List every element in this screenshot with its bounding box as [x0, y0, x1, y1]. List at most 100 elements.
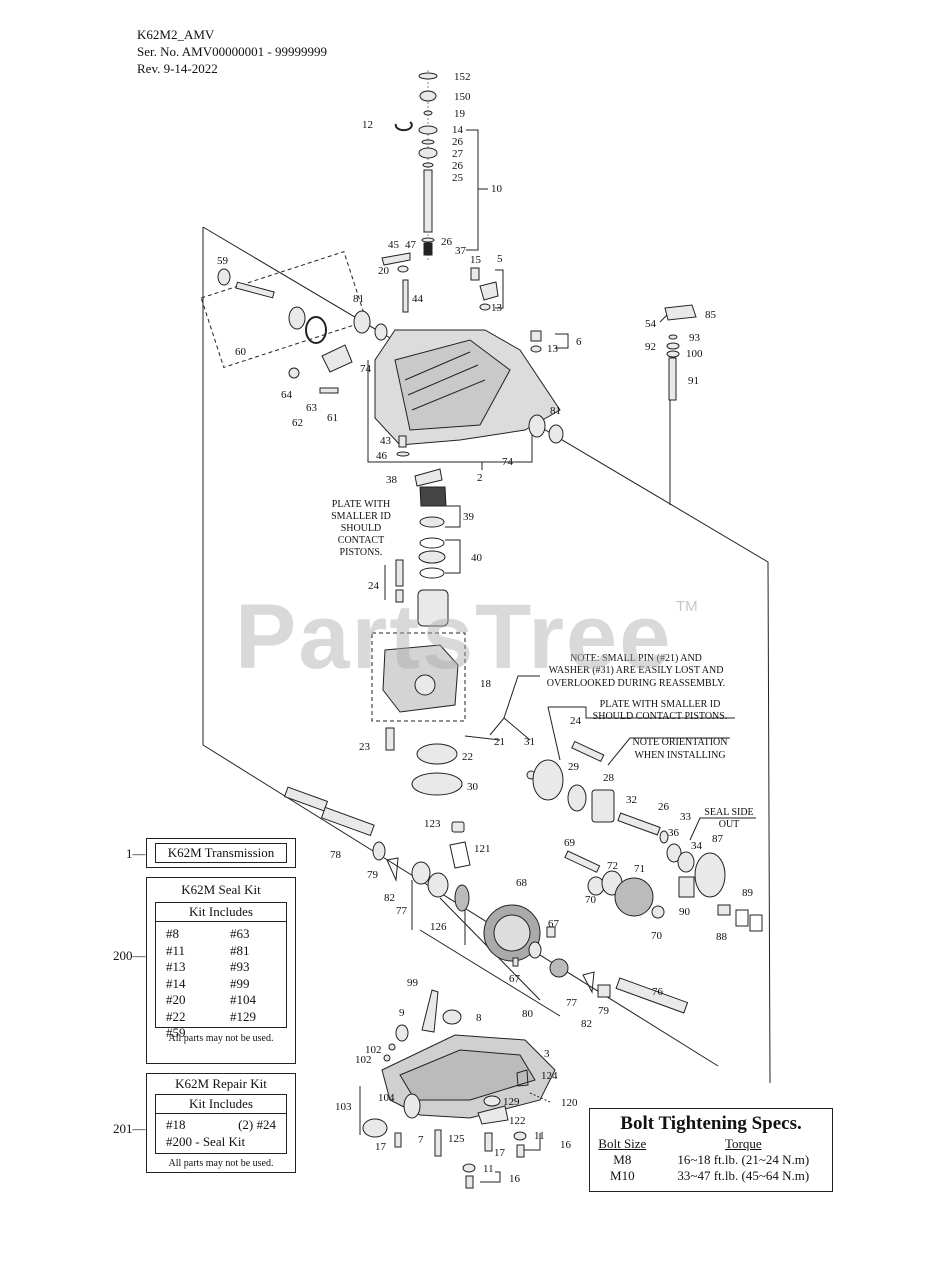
kit-item: #8 — [166, 926, 179, 941]
kit-number-transmission: 1— — [126, 846, 146, 861]
kit-box-seal: K62M Seal Kit Kit Includes #8 #11 #13 #1… — [146, 877, 296, 1064]
callout: 20 — [378, 265, 390, 277]
callout: 85 — [705, 309, 717, 321]
kit-box-transmission: K62M Transmission — [146, 838, 296, 868]
callout: 19 — [454, 108, 466, 120]
callout: 21 — [494, 736, 505, 748]
callout: 72 — [607, 860, 618, 872]
torque-value: 33~47 ft.lb. (45~64 N.m) — [677, 1168, 810, 1183]
kit-item: #63 — [230, 926, 250, 941]
callout: 11 — [483, 1163, 494, 1175]
callout: 67 — [548, 918, 560, 930]
callout: 54 — [645, 318, 657, 330]
callout: 88 — [716, 931, 728, 943]
callout: 26 — [452, 136, 464, 148]
kit-item: #18 — [166, 1117, 186, 1132]
kit-item: (2) #24 — [238, 1117, 276, 1132]
kit-item: #99 — [230, 975, 250, 991]
callout: 15 — [470, 254, 482, 266]
callout: 70 — [651, 930, 663, 942]
callout: 121 — [474, 843, 491, 855]
callout: 34 — [691, 840, 703, 852]
callout: 11 — [534, 1130, 545, 1142]
callout: 122 — [509, 1115, 526, 1127]
callout: 91 — [688, 375, 699, 387]
callout: 79 — [367, 869, 379, 881]
callout: 100 — [686, 348, 703, 360]
callout: 81 — [353, 293, 364, 305]
kit-item: #129 — [230, 1008, 256, 1024]
callout: 36 — [668, 827, 680, 839]
revision-date: Rev. 9-14-2022 — [137, 61, 218, 76]
callout: 12 — [362, 119, 373, 131]
callout: 5 — [497, 253, 503, 265]
partstree-watermark: PartsTree — [235, 586, 673, 688]
serial-range: Ser. No. AMV00000001 - 99999999 — [137, 44, 327, 59]
callout: 77 — [396, 905, 408, 917]
callout: 61 — [327, 412, 338, 424]
callout: 33 — [680, 811, 692, 823]
note-orientation: NOTE ORIENTATION — [632, 737, 727, 748]
callout: 70 — [585, 894, 597, 906]
callout: 44 — [412, 293, 424, 305]
callout: 74 — [502, 456, 514, 468]
kit-item: #104 — [230, 992, 256, 1007]
note-plate-right: PLATE WITH SMALLER ID — [600, 699, 721, 710]
callout: 26 — [441, 236, 453, 248]
callout: 39 — [463, 511, 475, 523]
callout: 81 — [550, 405, 561, 417]
kit-item: #14 — [166, 975, 186, 991]
specs-title: Bolt Tightening Specs. — [620, 1113, 802, 1134]
callout: 59 — [217, 255, 229, 267]
callout: 26 — [658, 801, 670, 813]
callout: 29 — [568, 761, 580, 773]
callout: 79 — [598, 1005, 610, 1017]
table-row: M8 16~18 ft.lb. (21~24 N.m) — [590, 1152, 832, 1168]
callout: 46 — [376, 450, 388, 462]
table-row: M10 33~47 ft.lb. (45~64 N.m) — [590, 1168, 832, 1184]
callout: 74 — [360, 363, 372, 375]
callout: 99 — [407, 977, 419, 989]
note-seal-side: SEAL SIDE — [704, 807, 753, 818]
seal-kit-list-left: #8 #11 #13 #14 #20 #22 #59 — [166, 926, 212, 1042]
model-number: K62M2_AMV — [137, 27, 215, 42]
assembly-notes: PLATE WITH SMALLER ID SHOULD CONTACT PIS… — [331, 499, 754, 830]
callout: 24 — [570, 715, 582, 727]
callout: 78 — [330, 849, 342, 861]
callout: 13 — [547, 343, 559, 355]
callout: 90 — [679, 906, 691, 918]
note-plate-top: CONTACT — [338, 535, 384, 546]
kit-item: #11 — [166, 942, 186, 958]
kit-number-repair: 201— — [113, 1121, 146, 1136]
kit-item: #59 — [166, 1025, 186, 1040]
callout: 10 — [491, 183, 503, 195]
callout: 129 — [503, 1096, 520, 1108]
kit-title-repair: K62M Repair Kit — [175, 1076, 267, 1091]
note-plate-top: PLATE WITH — [332, 499, 390, 510]
note-small-pin: NOTE: SMALL PIN (#21) AND — [570, 653, 702, 664]
callout: 38 — [386, 474, 398, 486]
note-orientation: WHEN INSTALLING — [634, 750, 725, 761]
callout: 80 — [522, 1008, 534, 1020]
callout: 102 — [365, 1044, 382, 1056]
callout: 68 — [516, 877, 528, 889]
callout: 123 — [424, 818, 441, 830]
callout: 82 — [581, 1018, 592, 1030]
callout: 152 — [454, 71, 471, 83]
callout-labels: 152 150 19 12 14 26 27 26 25 10 26 37 45… — [217, 71, 754, 1185]
callout: 45 — [388, 239, 400, 251]
callout: 93 — [689, 332, 701, 344]
callout: 2 — [477, 472, 483, 484]
note-small-pin: WASHER (#31) ARE EASILY LOST AND — [549, 665, 724, 676]
callout: 104 — [378, 1092, 395, 1104]
callout: 124 — [541, 1070, 558, 1082]
callout: 16 — [560, 1139, 572, 1151]
callout: 87 — [712, 833, 724, 845]
callout: 30 — [467, 781, 479, 793]
callout: 120 — [561, 1097, 578, 1109]
kit-title-seal: K62M Seal Kit — [181, 882, 261, 897]
drawing-header: K62M2_AMV Ser. No. AMV00000001 - 9999999… — [137, 26, 327, 77]
note-plate-top: SMALLER ID — [331, 511, 391, 522]
specs-table: Bolt Size Torque M8 16~18 ft.lb. (21~24 … — [590, 1136, 832, 1184]
kit-item: #81 — [230, 942, 250, 958]
